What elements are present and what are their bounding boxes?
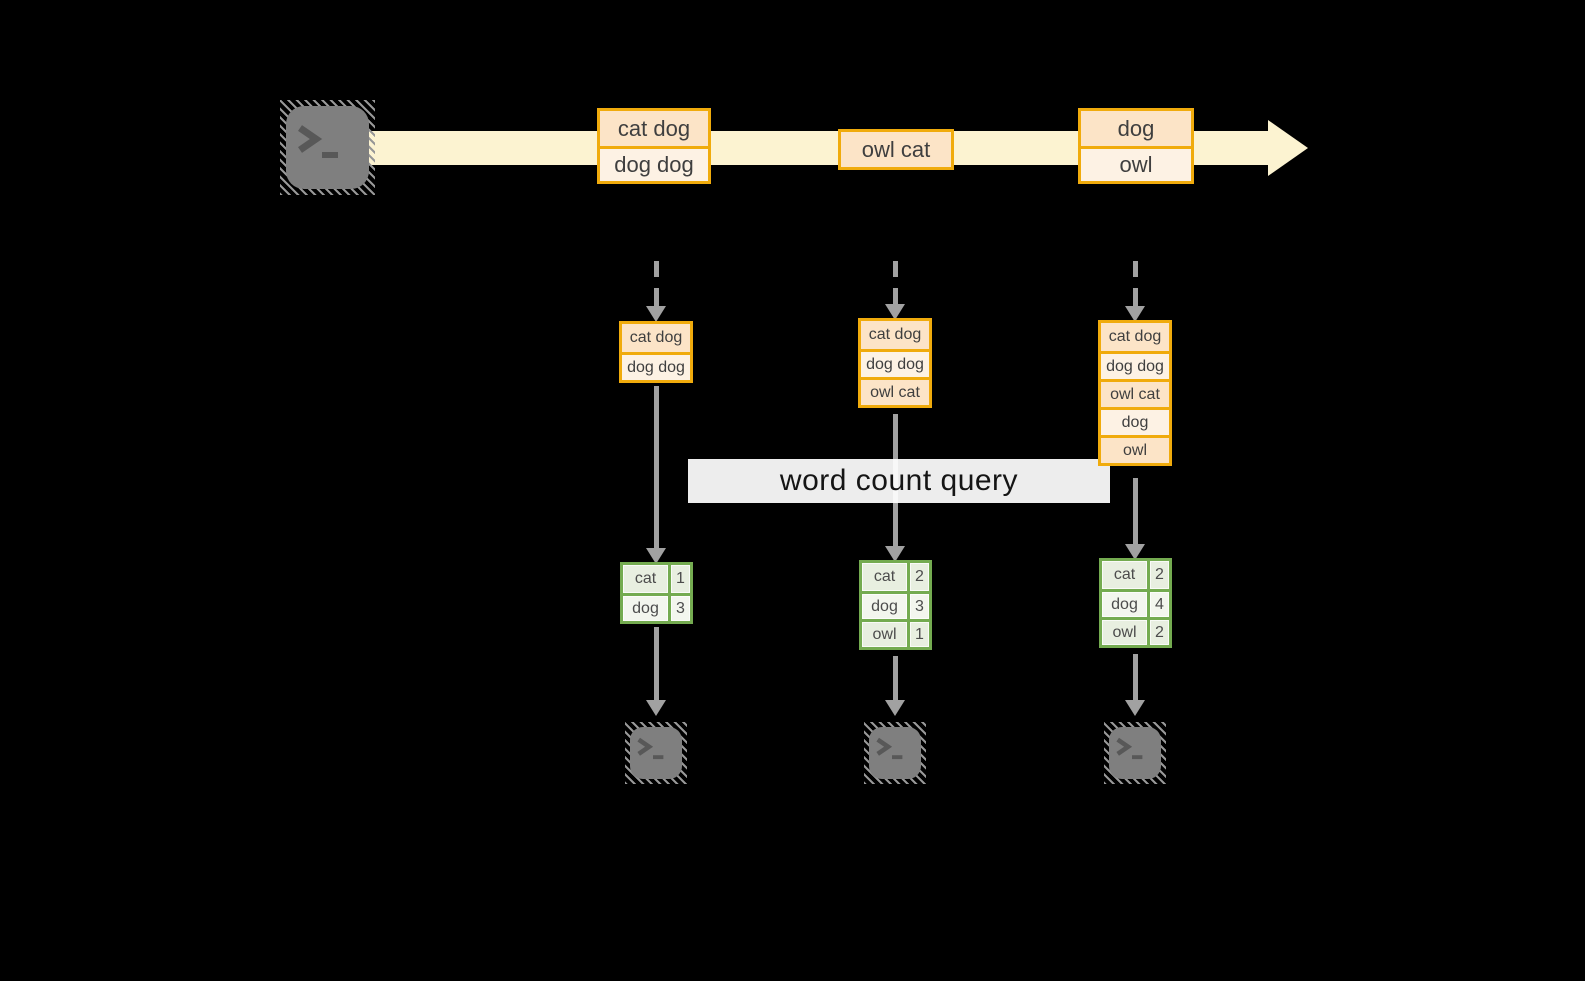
word-cell: dog bbox=[862, 594, 907, 619]
table-row: cat 2 bbox=[1102, 561, 1169, 589]
count-cell: 3 bbox=[668, 596, 690, 621]
state-row: owl bbox=[1101, 435, 1169, 463]
wordcount-table-2: cat 2 dog 3 owl 1 bbox=[859, 560, 932, 650]
arrow-head-icon bbox=[1125, 700, 1145, 716]
word-cell: owl bbox=[862, 622, 907, 647]
arrow-head-icon bbox=[885, 700, 905, 716]
wordcount-table-3: cat 2 dog 4 owl 2 bbox=[1099, 558, 1172, 648]
prompt-glyph-icon bbox=[876, 737, 903, 760]
producer-terminal-icon bbox=[280, 100, 375, 195]
batch-box-3: dog owl bbox=[1078, 108, 1194, 184]
state-box-3: cat dog dog dog owl cat dog owl bbox=[1098, 320, 1172, 466]
wordcount-table-1: cat 1 dog 3 bbox=[620, 562, 693, 624]
query-label: word count query bbox=[779, 464, 1019, 497]
dashed-arrow-down-icon bbox=[893, 261, 898, 277]
state-row: dog dog bbox=[622, 352, 690, 380]
count-cell: 2 bbox=[1147, 561, 1169, 589]
arrow-head-icon bbox=[646, 700, 666, 716]
word-cell: owl bbox=[1102, 620, 1147, 645]
arrow-head-icon bbox=[646, 306, 666, 322]
connector-line bbox=[893, 656, 898, 702]
word-cell: dog bbox=[623, 596, 668, 621]
count-cell: 1 bbox=[668, 565, 690, 593]
word-cell: dog bbox=[1102, 592, 1147, 617]
consumer-terminal-icon bbox=[625, 722, 687, 784]
state-row: owl cat bbox=[861, 377, 929, 405]
batch-line: owl cat bbox=[841, 132, 951, 167]
state-row: cat dog bbox=[861, 321, 929, 349]
word-cell: cat bbox=[1102, 561, 1147, 589]
prompt-glyph-icon bbox=[637, 737, 664, 760]
batch-box-2: owl cat bbox=[838, 129, 954, 170]
table-row: dog 3 bbox=[623, 593, 690, 621]
consumer-terminal-icon bbox=[1104, 722, 1166, 784]
connector-line bbox=[1133, 478, 1138, 548]
state-box-1: cat dog dog dog bbox=[619, 321, 693, 383]
batch-box-1: cat dog dog dog bbox=[597, 108, 711, 184]
state-row: cat dog bbox=[1101, 323, 1169, 351]
connector-line bbox=[1133, 654, 1138, 702]
dashed-arrow-down-icon bbox=[654, 261, 659, 277]
dashed-arrow-stem bbox=[893, 288, 898, 310]
count-cell: 3 bbox=[907, 594, 929, 619]
dashed-arrow-stem bbox=[654, 288, 659, 310]
state-row: owl cat bbox=[1101, 379, 1169, 407]
state-row: dog dog bbox=[1101, 351, 1169, 379]
count-cell: 1 bbox=[907, 622, 929, 647]
word-cell: cat bbox=[623, 565, 668, 593]
connector-line bbox=[654, 627, 659, 702]
prompt-glyph-icon bbox=[1116, 737, 1143, 760]
count-cell: 2 bbox=[907, 563, 929, 591]
prompt-glyph-icon bbox=[298, 125, 338, 158]
table-row: cat 2 bbox=[862, 563, 929, 591]
count-cell: 2 bbox=[1147, 620, 1169, 645]
table-row: dog 3 bbox=[862, 591, 929, 619]
state-row: dog dog bbox=[861, 349, 929, 377]
state-row: dog bbox=[1101, 407, 1169, 435]
batch-line: dog bbox=[1081, 111, 1191, 146]
dashed-arrow-stem bbox=[1133, 288, 1138, 310]
batch-line: owl bbox=[1081, 146, 1191, 181]
count-cell: 4 bbox=[1147, 592, 1169, 617]
batch-line: cat dog bbox=[600, 111, 708, 146]
consumer-terminal-icon bbox=[864, 722, 926, 784]
state-row: cat dog bbox=[622, 324, 690, 352]
connector-line bbox=[654, 386, 659, 550]
state-box-2: cat dog dog dog owl cat bbox=[858, 318, 932, 408]
arrow-right-icon bbox=[1268, 120, 1308, 176]
table-row: owl 2 bbox=[1102, 617, 1169, 645]
table-row: dog 4 bbox=[1102, 589, 1169, 617]
batch-line: dog dog bbox=[600, 146, 708, 181]
query-label-box: word count query bbox=[688, 459, 1110, 503]
word-cell: cat bbox=[862, 563, 907, 591]
table-row: cat 1 bbox=[623, 565, 690, 593]
table-row: owl 1 bbox=[862, 619, 929, 647]
dashed-arrow-down-icon bbox=[1133, 261, 1138, 277]
